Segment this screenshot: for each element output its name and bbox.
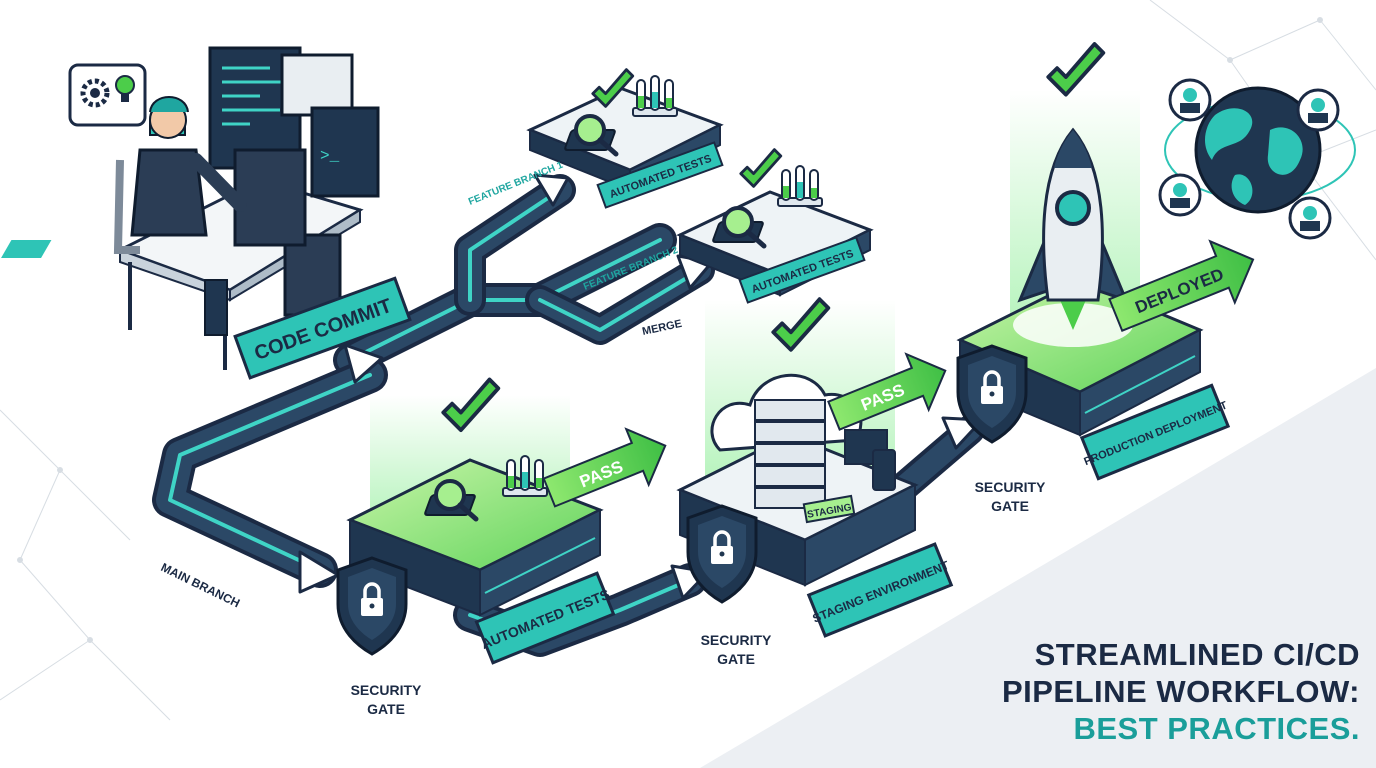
- cloud-server-icon: [754, 399, 826, 509]
- background-shade: [700, 368, 1376, 768]
- security-gate-3-label: SECURITY: [975, 479, 1046, 495]
- developer-workstation: >_: [1, 46, 380, 370]
- globe-icon: [1164, 86, 1356, 214]
- pipeline-tracks: [152, 174, 985, 657]
- security-gate-2-label-2: GATE: [717, 651, 755, 667]
- user-avatar-icon: [1158, 78, 1340, 240]
- security-gate-1-label: SECURITY: [351, 682, 422, 698]
- security-gate-2-label: SECURITY: [701, 632, 772, 648]
- caption-line-2: PIPELINE WORKFLOW:: [1001, 674, 1360, 709]
- diagram-caption: STREAMLINED CI/CD PIPELINE WORKFLOW: BES…: [960, 636, 1360, 747]
- gear-bulb-icon: [68, 63, 147, 127]
- merge-label: MERGE: [641, 318, 683, 338]
- main-branch-label: MAIN BRANCH: [159, 560, 242, 610]
- rocket-icon: [1013, 42, 1133, 347]
- main-test-platform: [346, 377, 604, 617]
- security-gate-1-label-2: GATE: [367, 701, 405, 717]
- svg-text:>_: >_: [320, 147, 340, 165]
- pass-arrow-2: PASS: [827, 352, 947, 431]
- caption-line-3: BEST PRACTICES.: [1073, 711, 1360, 746]
- security-gate-1-shield: [336, 556, 408, 656]
- security-gate-3-label-2: GATE: [991, 498, 1029, 514]
- caption-line-1: STREAMLINED CI/CD: [1034, 637, 1360, 672]
